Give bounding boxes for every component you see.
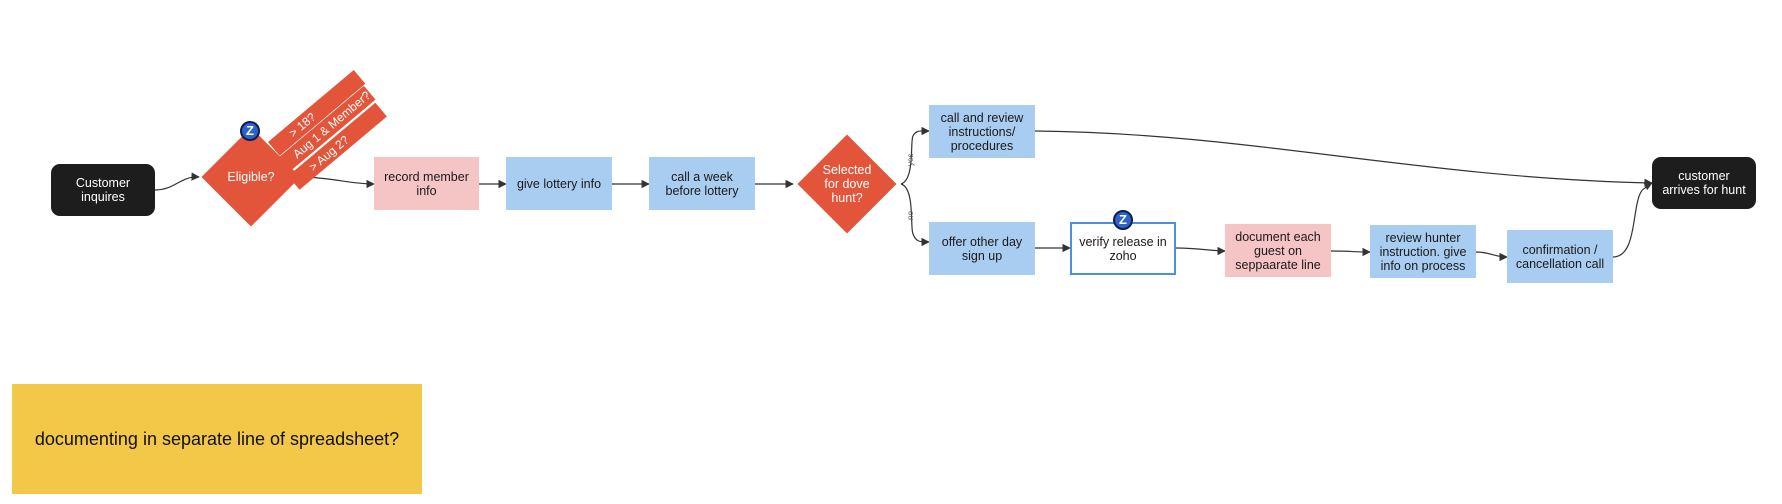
node-verify-release[interactable]: verify release in zoho — [1070, 222, 1176, 275]
node-customer-arrives-label: customer arrives for hunt — [1662, 169, 1746, 197]
node-document-each-guest[interactable]: document each guest on seppaarate line — [1225, 224, 1331, 277]
edge-document-review — [1330, 247, 1371, 257]
edge-selected-offer — [900, 183, 930, 247]
zoho-badge-icon: Z — [240, 121, 260, 141]
node-record-member-info[interactable]: record member info — [374, 157, 479, 210]
sticky-note[interactable]: documenting in separate line of spreadsh… — [12, 384, 422, 494]
edge-eligible-record — [302, 176, 375, 189]
node-customer-inquires[interactable]: Customer inquires — [51, 164, 155, 216]
sticky-note-text: documenting in separate line of spreadsh… — [34, 428, 400, 449]
node-confirmation-call[interactable]: confirmation / cancellation call — [1507, 230, 1613, 283]
edge-verify-document — [1175, 246, 1226, 256]
node-call-week-before[interactable]: call a week before lottery — [649, 157, 755, 210]
node-offer-other-day-label: offer other day sign up — [941, 234, 1023, 263]
decision-eligible[interactable]: Eligible? — [199, 127, 303, 227]
node-customer-arrives[interactable]: customer arrives for hunt — [1652, 157, 1756, 209]
edge-callreview-arrives — [1034, 130, 1653, 188]
edge-selected-callreview — [900, 126, 930, 185]
decision-selected-dove-hunt[interactable]: Selected for dove hunt? — [793, 134, 901, 234]
decision-selected-label: Selected for dove hunt? — [822, 163, 872, 205]
node-customer-inquires-label: Customer inquires — [75, 176, 131, 204]
zoho-badge-icon: Z — [1113, 210, 1133, 230]
node-review-hunter-instruction[interactable]: review hunter instruction. give info on … — [1370, 225, 1476, 278]
node-record-member-info-label: record member info — [384, 169, 469, 198]
node-review-hunter-label: review hunter instruction. give info on … — [1379, 230, 1467, 273]
node-confirmation-call-label: confirmation / cancellation call — [1515, 242, 1605, 271]
edge-label-yes: yes — [906, 154, 915, 166]
node-give-lottery-info-label: give lottery info — [516, 176, 602, 191]
edge-inquires-eligible — [154, 172, 200, 191]
edge-confirmation-arrives — [1612, 182, 1653, 258]
node-give-lottery-info[interactable]: give lottery info — [506, 157, 612, 210]
node-call-review-label: call and review instructions/ procedures — [940, 110, 1024, 153]
decision-eligible-label: Eligible? — [227, 170, 275, 184]
edge-review-confirmation — [1475, 251, 1508, 262]
edge-label-no: no — [906, 211, 915, 220]
node-document-each-guest-label: document each guest on seppaarate line — [1235, 229, 1321, 272]
node-call-review-instructions[interactable]: call and review instructions/ procedures — [929, 105, 1035, 158]
node-offer-other-day[interactable]: offer other day sign up — [929, 222, 1035, 275]
node-call-week-before-label: call a week before lottery — [665, 169, 739, 198]
node-verify-release-label: verify release in zoho — [1079, 234, 1167, 263]
